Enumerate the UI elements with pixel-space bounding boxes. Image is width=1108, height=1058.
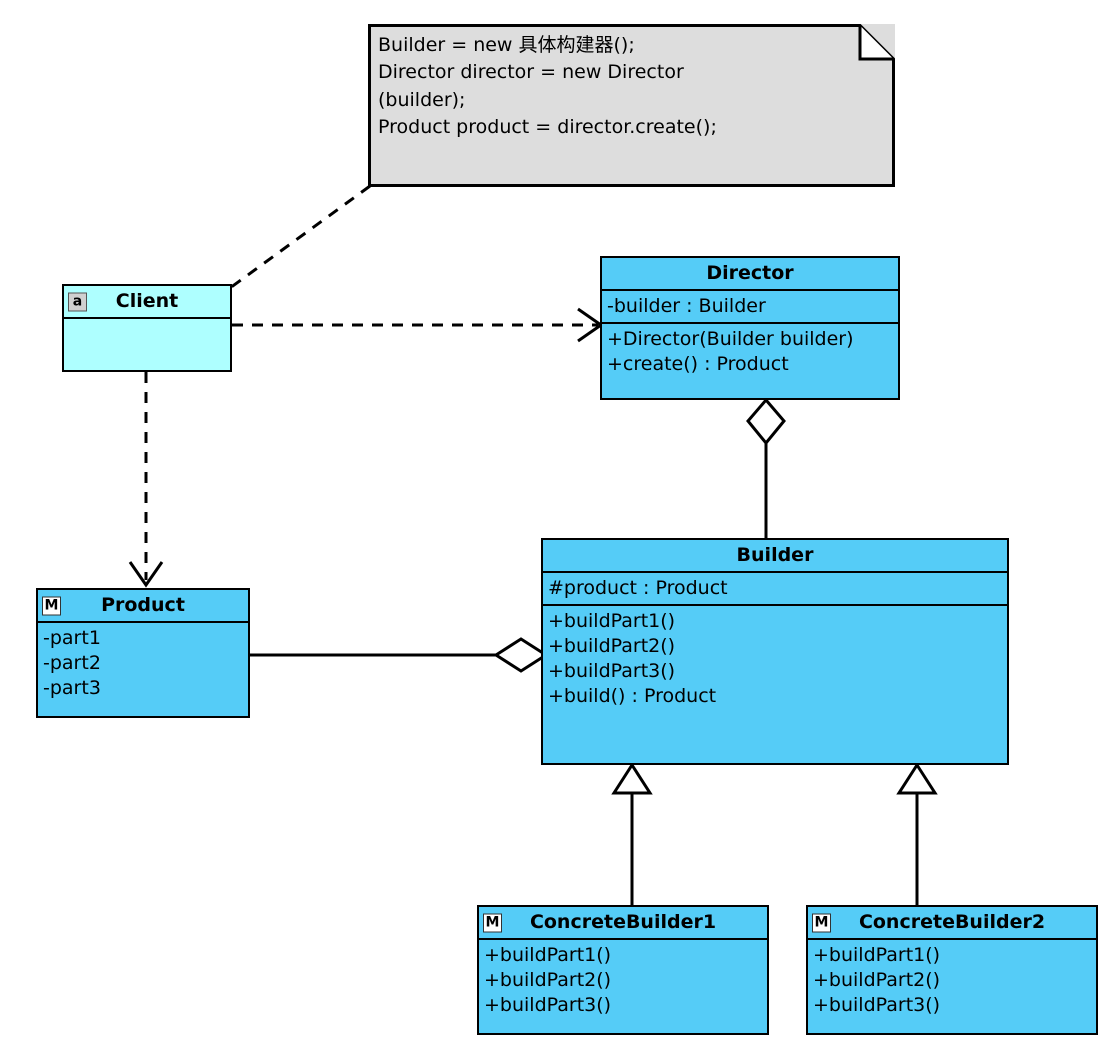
class-name-product: Product xyxy=(101,594,185,616)
attribute-row: -part2 xyxy=(43,652,101,675)
class-box-client[interactable]: a Client xyxy=(62,284,232,372)
operation-row: +buildPart3() xyxy=(484,994,612,1017)
generalization-cb2-builder-triangle xyxy=(896,762,938,795)
class-box-director[interactable]: Director -builder : Builder +Director(Bu… xyxy=(600,256,900,400)
class-operations-builder: +buildPart1() +buildPart2() +buildPart3(… xyxy=(543,606,1007,712)
model-marker-icon: M xyxy=(812,913,831,932)
operation-row: +build() : Product xyxy=(548,685,717,708)
model-marker-icon: M xyxy=(483,913,502,932)
dependency-client-product-arrowhead xyxy=(128,561,164,588)
aggregation-product-builder-diamond xyxy=(493,637,549,673)
attribute-row: -part3 xyxy=(43,677,101,700)
class-body-client xyxy=(64,319,230,335)
class-attributes-product: -part1 -part2 -part3 xyxy=(38,623,248,704)
code-note[interactable]: Builder = new 具体构建器(); Director director… xyxy=(368,24,895,187)
class-title-client: a Client xyxy=(64,286,230,319)
class-box-builder[interactable]: Builder #product : Product +buildPart1()… xyxy=(541,538,1009,765)
operation-row: +buildPart3() xyxy=(813,994,941,1017)
note-text: Builder = new 具体构建器(); Director director… xyxy=(378,34,717,139)
class-name-builder: Builder xyxy=(736,544,814,566)
operation-row: +buildPart3() xyxy=(548,660,676,683)
attribute-row: -part1 xyxy=(43,627,101,649)
operation-row: +Director(Builder builder) xyxy=(607,328,854,351)
attribute-row: #product : Product xyxy=(548,577,728,599)
class-attributes-director: -builder : Builder xyxy=(602,291,898,325)
model-marker-icon: M xyxy=(42,596,61,615)
class-title-director: Director xyxy=(602,258,898,291)
class-box-product[interactable]: M Product -part1 -part2 -part3 xyxy=(36,588,250,718)
class-title-builder: Builder xyxy=(543,540,1007,573)
class-name-director: Director xyxy=(706,262,794,284)
class-title-concretebuilder1: M ConcreteBuilder1 xyxy=(479,907,767,940)
operation-row: +buildPart2() xyxy=(813,969,941,992)
class-box-concretebuilder2[interactable]: M ConcreteBuilder2 +buildPart1() +buildP… xyxy=(806,905,1098,1035)
operation-row: +buildPart2() xyxy=(548,635,676,658)
class-title-product: M Product xyxy=(38,590,248,623)
attribute-row: -builder : Builder xyxy=(607,295,766,317)
abstract-marker-icon: a xyxy=(68,292,87,311)
operation-row: +buildPart1() xyxy=(484,944,612,966)
class-attributes-builder: #product : Product xyxy=(543,573,1007,607)
operation-row: +buildPart1() xyxy=(813,944,941,966)
class-title-concretebuilder2: M ConcreteBuilder2 xyxy=(808,907,1096,940)
note-anchor-line xyxy=(229,184,371,290)
operation-row: +create() : Product xyxy=(607,353,789,376)
class-name-concretebuilder1: ConcreteBuilder1 xyxy=(529,911,717,933)
note-shape xyxy=(368,24,895,187)
class-name-client: Client xyxy=(115,290,179,312)
class-name-concretebuilder2: ConcreteBuilder2 xyxy=(858,911,1046,933)
aggregation-director-builder-diamond xyxy=(746,397,786,446)
class-operations-concretebuilder1: +buildPart1() +buildPart2() +buildPart3(… xyxy=(479,940,767,1021)
dependency-client-director-arrowhead xyxy=(577,307,604,343)
class-operations-director: +Director(Builder builder) +create() : P… xyxy=(602,324,898,380)
operation-row: +buildPart1() xyxy=(548,610,676,633)
class-box-concretebuilder1[interactable]: M ConcreteBuilder1 +buildPart1() +buildP… xyxy=(477,905,769,1035)
operation-row: +buildPart2() xyxy=(484,969,612,992)
generalization-cb1-builder-triangle xyxy=(611,762,653,795)
class-operations-concretebuilder2: +buildPart1() +buildPart2() +buildPart3(… xyxy=(808,940,1096,1021)
